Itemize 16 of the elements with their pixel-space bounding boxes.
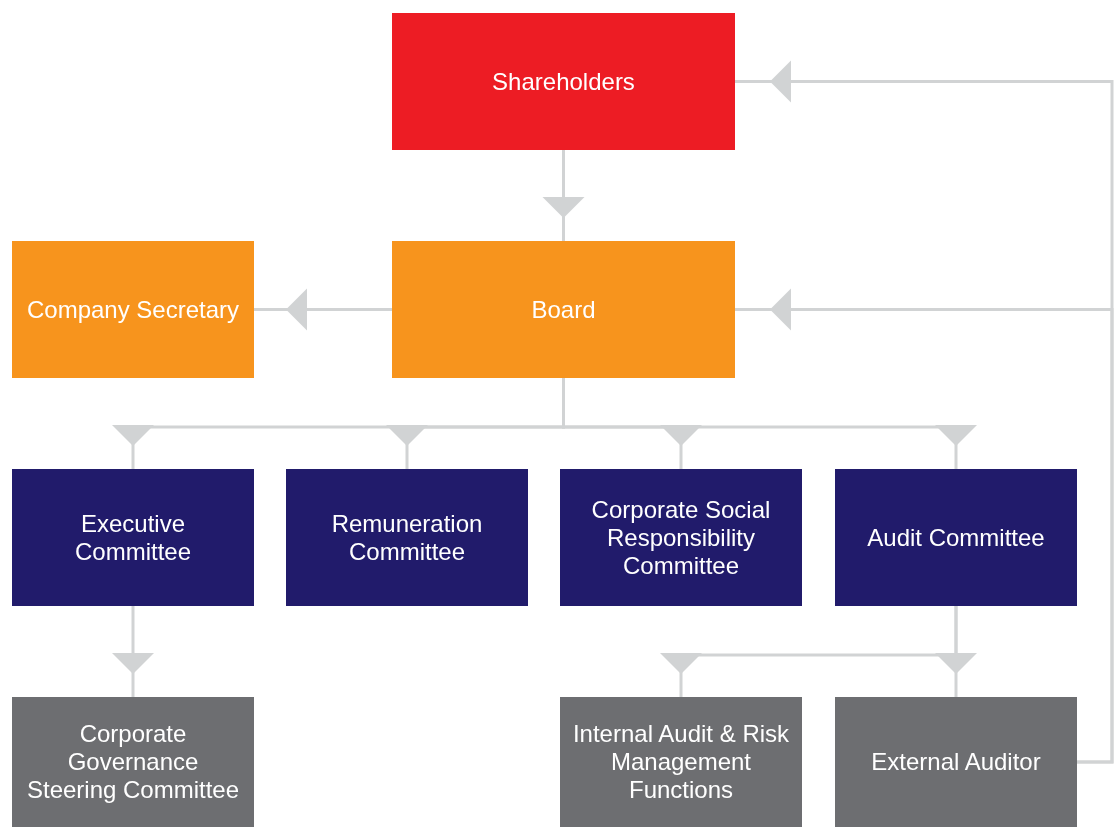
committee-box: Executive Committee: [12, 469, 254, 606]
function-box: Corporate Governance Steering Committee: [12, 697, 254, 827]
board-box: Board: [392, 241, 735, 378]
committee-box: Corporate Social Responsibility Committee: [560, 469, 802, 606]
arrow: [542, 150, 585, 241]
shareholders-box: Shareholders: [392, 13, 735, 150]
arrow: [935, 606, 977, 697]
arrow: [112, 606, 154, 697]
arrow: [735, 288, 1114, 764]
committee-box: Audit Committee: [835, 469, 1077, 606]
function-box: External Auditor: [835, 697, 1077, 827]
arrow: [254, 288, 392, 331]
function-box: Internal Audit & Risk Management Functions: [560, 697, 802, 827]
committee-box: Remuneration Committee: [286, 469, 528, 606]
arrow: [562, 378, 977, 469]
role-box: Company Secretary: [12, 241, 254, 378]
